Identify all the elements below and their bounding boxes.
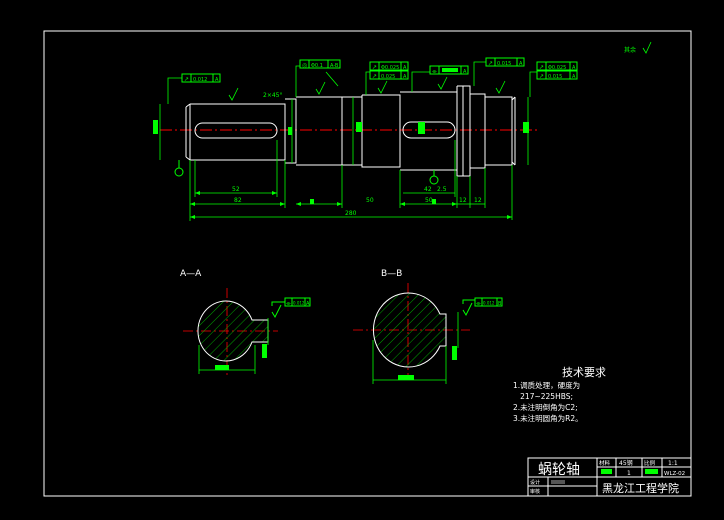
tol-frame-1: ↗ 0.012 A xyxy=(181,73,221,83)
scale-value: 1:1 xyxy=(668,460,678,467)
svg-text:A: A xyxy=(403,65,407,71)
section-bb-shape xyxy=(372,292,447,368)
svg-text:0.015: 0.015 xyxy=(548,74,562,80)
dim-50b: 50 xyxy=(425,197,433,204)
designer-label: 设计 xyxy=(530,479,540,486)
section-aa-label: A—A xyxy=(180,269,202,279)
tol-frame-7: ↗ Φ0.025 A xyxy=(536,61,578,71)
tech-req-item-2: 2.未注明倒角为C2; xyxy=(513,402,578,412)
svg-text:A: A xyxy=(403,74,407,80)
qty-value: 1 xyxy=(627,470,631,477)
leader-lines xyxy=(167,61,537,104)
section-aa: A—A ⌯ 0.012 A xyxy=(180,269,311,378)
drawing-frame xyxy=(43,30,692,497)
dim-50a: 50 xyxy=(366,197,374,204)
section-aa-shape xyxy=(197,300,269,362)
datum-markers xyxy=(174,160,439,185)
svg-text:⌯: ⌯ xyxy=(432,68,437,75)
dim-52: 52 xyxy=(232,186,240,193)
dimension-arrows xyxy=(190,191,512,219)
svg-text:Φ0.1: Φ0.1 xyxy=(311,63,323,69)
svg-text:↗: ↗ xyxy=(539,64,544,71)
tol-frame-2: ◎ Φ0.1 A-B xyxy=(299,59,341,69)
svg-text:↗: ↗ xyxy=(184,76,189,83)
dim-280: 280 xyxy=(345,210,357,217)
svg-text:↗: ↗ xyxy=(372,64,377,71)
svg-text:⌯: ⌯ xyxy=(286,300,291,307)
svg-text:Φ0.025: Φ0.025 xyxy=(381,65,399,71)
dim-2-5: 2.5 xyxy=(437,186,447,193)
dim-12b: 12 xyxy=(474,197,482,204)
svg-text:↗: ↗ xyxy=(539,73,544,80)
dim-12a: 12 xyxy=(459,197,467,204)
svg-text:A: A xyxy=(572,65,576,71)
svg-text:⌯: ⌯ xyxy=(476,300,481,307)
title-block: 蜗轮轴 材料 45钢 比例 1:1 1 WLZ-02 设计 审核 黑龙江工程学院 xyxy=(527,457,692,497)
section-aa-tol-frame: ⌯ 0.012 A xyxy=(284,297,311,307)
tech-req-item-1: 1.调质处理，硬度为 xyxy=(513,380,580,390)
tol-frame-4: ↗ 0.025 A xyxy=(369,70,409,80)
svg-text:0.012: 0.012 xyxy=(293,301,305,306)
svg-text:0.025: 0.025 xyxy=(381,74,395,80)
dim-chamfer: 2×45° xyxy=(263,92,282,99)
svg-text:Φ0.025: Φ0.025 xyxy=(548,65,566,71)
svg-text:0.012: 0.012 xyxy=(483,301,495,306)
section-bb: B—B ⌯ 0.012 B xyxy=(353,269,503,384)
tech-req-title: 技术要求 xyxy=(562,366,606,379)
reviewer-label: 审核 xyxy=(530,488,540,495)
dimension-lines xyxy=(159,97,529,221)
other-roughness-note: 其余 xyxy=(624,46,636,54)
tolerance-frames: ↗ 0.012 A ◎ Φ0.1 A-B ↗ Φ0.025 A ↗ 0.025 … xyxy=(181,57,578,83)
svg-text:↗: ↗ xyxy=(488,60,493,67)
svg-text:A-B: A-B xyxy=(330,63,339,69)
main-view: 52 82 50 50 42 2.5 12 12 280 2×45° xyxy=(153,41,652,221)
tol-frame-6: ↗ 0.015 A xyxy=(485,57,525,67)
title-fill-mark xyxy=(601,469,612,474)
svg-text:◎: ◎ xyxy=(302,62,307,69)
section-bb-label: B—B xyxy=(381,269,402,279)
school-name: 黑龙江工程学院 xyxy=(602,481,679,495)
svg-text:A: A xyxy=(463,69,467,75)
material-value: 45钢 xyxy=(619,459,633,467)
svg-text:0.012: 0.012 xyxy=(193,77,207,83)
svg-text:↗: ↗ xyxy=(372,73,377,80)
roughness-symbols xyxy=(228,41,652,101)
part-name: 蜗轮轴 xyxy=(538,462,580,478)
svg-text:A: A xyxy=(519,61,523,67)
svg-text:B: B xyxy=(498,301,502,307)
section-bb-tol-frame: ⌯ 0.012 B xyxy=(474,297,503,307)
tol-frame-3: ↗ Φ0.025 A xyxy=(369,61,409,71)
svg-text:A: A xyxy=(306,301,310,307)
drawing-number: WLZ-02 xyxy=(664,471,685,477)
dim-82: 82 xyxy=(234,197,242,204)
dimension-texts: 52 82 50 50 42 2.5 12 12 280 2×45° xyxy=(232,92,482,217)
tech-req-item-3: 3.未注明圆角为R2。 xyxy=(513,413,583,423)
technical-requirements: 技术要求 1.调质处理，硬度为 217~225HBS; 2.未注明倒角为C2; … xyxy=(513,366,606,423)
title-fill-mark-2 xyxy=(645,469,658,474)
svg-text:0.015: 0.015 xyxy=(497,61,511,67)
material-label: 材料 xyxy=(599,459,611,467)
tech-req-item-1b: 217~225HBS; xyxy=(513,392,573,401)
surface-fill-marks xyxy=(153,120,529,204)
svg-text:A: A xyxy=(572,74,576,80)
keyway-left xyxy=(194,122,278,139)
keyway-right xyxy=(402,121,456,139)
scale-label: 比例 xyxy=(644,459,656,467)
tol-frame-8: ↗ 0.015 A xyxy=(536,70,578,80)
svg-text:A: A xyxy=(215,77,219,83)
dim-42: 42 xyxy=(424,186,432,193)
designer-name-mark xyxy=(551,480,565,484)
tol-frame-5: ⌯ A xyxy=(429,65,469,75)
